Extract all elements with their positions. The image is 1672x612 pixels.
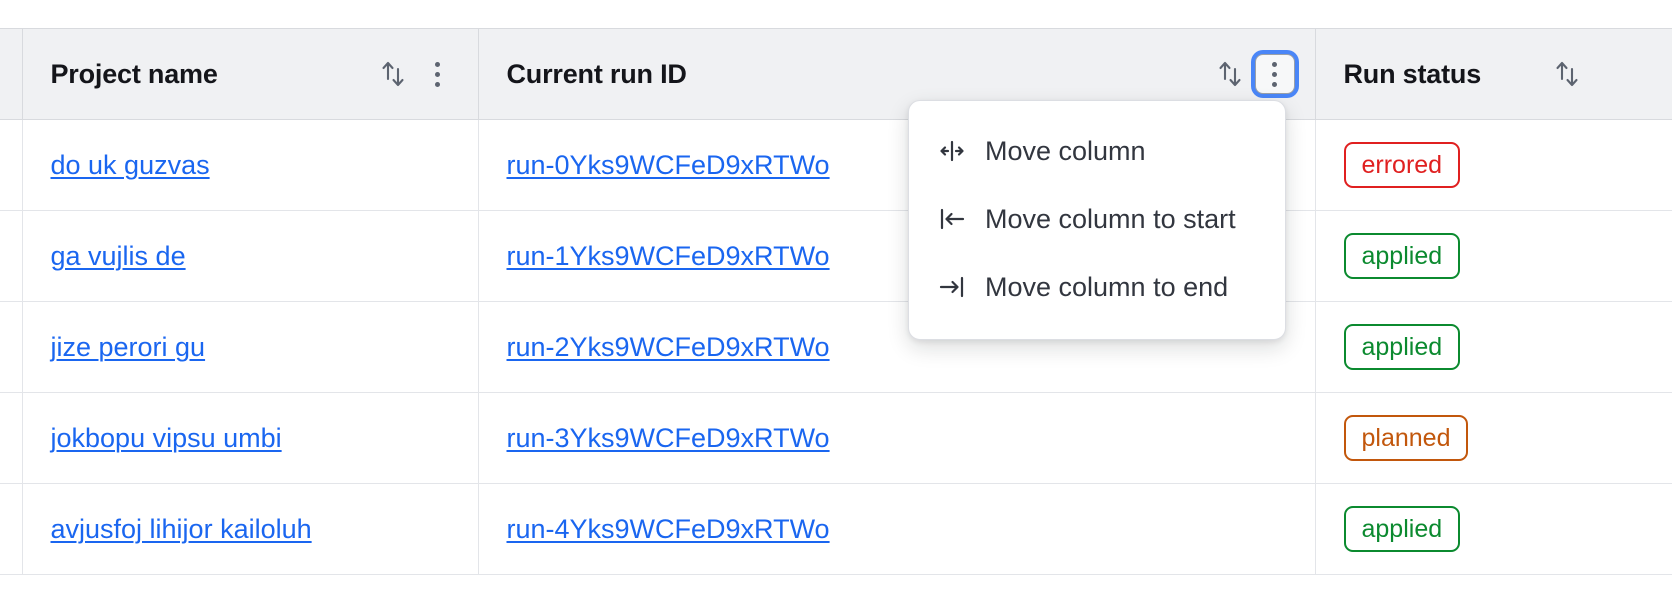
project-name-link[interactable]: jokbopu vipsu umbi <box>50 422 282 453</box>
project-name-link[interactable]: jize perori gu <box>50 331 206 362</box>
project-name-link[interactable]: avjusfoj lihijor kailoluh <box>50 513 312 544</box>
table-header: Project name <box>0 28 1672 120</box>
status-badge: planned <box>1343 415 1469 461</box>
kebab-icon <box>435 61 440 87</box>
row-gutter-cell <box>0 392 23 484</box>
project-name-link[interactable]: do uk guzvas <box>50 149 210 180</box>
header-cell-gutter <box>0 28 23 120</box>
header-cell-current-run-id: Current run ID <box>478 28 1316 120</box>
table-body: do uk guzvas run-0Yks9WCFeD9xRTWo errored g… <box>0 119 1672 575</box>
menu-item-label: Move column to end <box>985 271 1229 302</box>
run-id-link[interactable]: run-2Yks9WCFeD9xRTWo <box>506 331 830 362</box>
run-id-link[interactable]: run-3Yks9WCFeD9xRTWo <box>506 422 830 453</box>
sort-icon[interactable] <box>1552 57 1582 91</box>
cell-run-status: applied <box>1315 301 1672 393</box>
column-context-menu: Move column Move column to start Move co… <box>908 100 1286 340</box>
sort-icon[interactable] <box>378 57 408 91</box>
cell-project-name: jokbopu vipsu umbi <box>22 392 479 484</box>
projects-table: Project name <box>0 28 1672 575</box>
run-id-link[interactable]: run-4Yks9WCFeD9xRTWo <box>506 513 830 544</box>
table-row: jokbopu vipsu umbi run-3Yks9WCFeD9xRTWo pl… <box>0 392 1672 484</box>
menu-item-move-column-to-start[interactable]: Move column to start <box>909 185 1285 253</box>
cell-project-name: ga vujlis de <box>22 210 479 302</box>
cell-project-name: avjusfoj lihijor kailoluh <box>22 483 479 575</box>
cell-current-run-id: run-4Yks9WCFeD9xRTWo <box>478 483 1316 575</box>
cell-run-status: applied <box>1315 483 1672 575</box>
table-row: ga vujlis de run-1Yks9WCFeD9xRTWo applied <box>0 210 1672 302</box>
menu-item-move-column-to-end[interactable]: Move column to end <box>909 253 1285 321</box>
sort-icon[interactable] <box>1215 57 1245 91</box>
cell-project-name: jize perori gu <box>22 301 479 393</box>
row-gutter-cell <box>0 483 23 575</box>
row-gutter-cell <box>0 301 23 393</box>
move-column-to-start-icon <box>937 204 967 234</box>
move-column-icon <box>937 136 967 166</box>
status-badge: applied <box>1343 506 1461 552</box>
status-badge: applied <box>1343 233 1461 279</box>
header-label-current-run-id: Current run ID <box>506 58 687 89</box>
table-row: jize perori gu run-2Yks9WCFeD9xRTWo applie… <box>0 301 1672 393</box>
run-id-link[interactable]: run-0Yks9WCFeD9xRTWo <box>506 149 830 180</box>
row-gutter-cell <box>0 119 23 211</box>
project-name-link[interactable]: ga vujlis de <box>50 240 186 271</box>
move-column-to-end-icon <box>937 272 967 302</box>
header-row: Project name <box>0 28 1672 120</box>
cell-run-status: applied <box>1315 210 1672 302</box>
run-id-link[interactable]: run-1Yks9WCFeD9xRTWo <box>506 240 830 271</box>
column-menu-button-project-name[interactable] <box>418 54 458 94</box>
status-badge: errored <box>1343 142 1461 188</box>
row-gutter-cell <box>0 210 23 302</box>
cell-run-status: planned <box>1315 392 1672 484</box>
menu-item-label: Move column <box>985 135 1146 166</box>
kebab-icon <box>1272 61 1277 87</box>
status-badge: applied <box>1343 324 1461 370</box>
cell-project-name: do uk guzvas <box>22 119 479 211</box>
column-menu-button-current-run-id[interactable] <box>1254 54 1295 94</box>
menu-item-move-column[interactable]: Move column <box>909 117 1285 185</box>
header-label-project-name: Project name <box>50 58 218 89</box>
header-cell-run-status: Run status <box>1315 28 1672 120</box>
cell-current-run-id: run-3Yks9WCFeD9xRTWo <box>478 392 1316 484</box>
header-cell-project-name: Project name <box>22 28 479 120</box>
table-row: do uk guzvas run-0Yks9WCFeD9xRTWo errored <box>0 119 1672 211</box>
table-row: avjusfoj lihijor kailoluh run-4Yks9WCFeD9… <box>0 483 1672 575</box>
menu-item-label: Move column to start <box>985 203 1236 234</box>
cell-run-status: errored <box>1315 119 1672 211</box>
header-label-run-status: Run status <box>1343 58 1482 89</box>
